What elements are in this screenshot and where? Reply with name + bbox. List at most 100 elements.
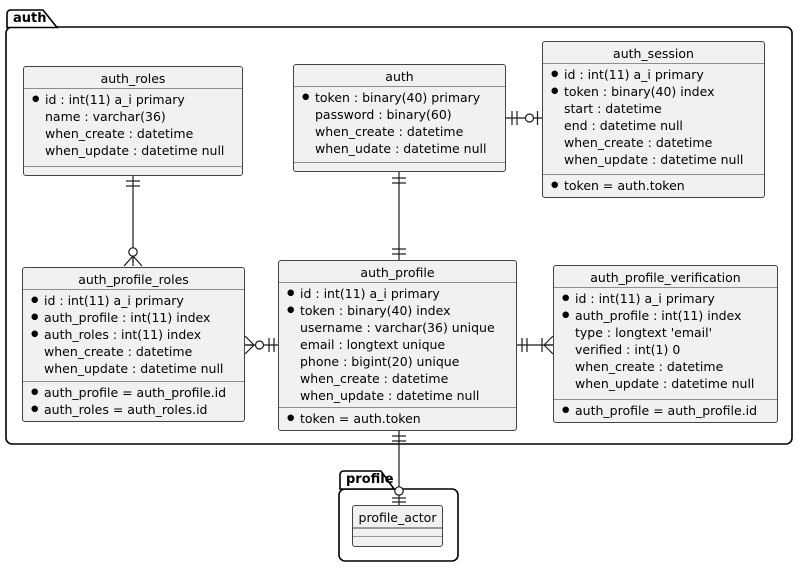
attr-row: when_create : datetime [554,358,777,375]
cardinality-zero-or-many-icon [244,335,265,355]
bullet-icon [287,319,300,336]
entity-empty-footer [353,536,442,544]
bullet-icon: ● [31,404,39,414]
attr-row: when_update : datetime null [24,142,242,159]
entity-footer-empty [24,166,242,175]
bullet-icon: ● [31,387,39,397]
relation-auth-roles-to-auth-profile-roles [123,170,143,267]
bullet-icon [562,341,575,358]
bullet-icon [31,343,44,360]
constraint-row: ●auth_profile = auth_profile.id [562,403,758,418]
bullet-icon [551,117,564,134]
bullet-icon: ● [562,405,570,415]
auth-package-label: auth [13,11,47,26]
attr-row: when_update : datetime null [554,375,777,392]
attr-row: when_create : datetime [279,370,516,387]
cardinality-exactly-one-icon [126,180,140,187]
attr-row: username : varchar(36) unique [279,319,516,336]
entity-footer: ●token = auth.token [543,174,764,197]
attr-row: ●id : int(11) a_i primary [31,293,184,308]
constraint-row: ●auth_profile = auth_profile.id [31,385,227,400]
cardinality-exactly-one-icon [392,177,406,184]
attr-row: ●token : binary(40) index [551,84,715,99]
constraint-row: ●token = auth.token [287,411,421,426]
bullet-icon [32,108,45,125]
entity-attributes: ●id : int(11) a_i primary ●auth_profile … [554,288,777,399]
attr-row: when_update : datetime null [279,387,516,404]
attr-row: when_udate : datetime null [294,140,505,157]
bullet-icon [562,375,575,392]
entity-attributes: ●id : int(11) a_i primary ●token : binar… [543,64,764,174]
attr-row: name : varchar(36) [24,108,242,125]
entity-empty-attributes [353,528,442,536]
cardinality-exactly-one-icon [392,497,406,503]
entity-auth-session: auth_session ●id : int(11) a_i primary ●… [542,41,765,198]
attr-row: ●auth_profile : int(11) index [562,308,742,323]
entity-auth-profile: auth_profile ●id : int(11) a_i primary ●… [278,260,517,431]
entity-footer: ●auth_profile = auth_profile.id ●auth_ro… [23,381,244,421]
bullet-icon [32,125,45,142]
entity-attributes: ●id : int(11) a_i primary ●auth_profile … [23,290,244,381]
bullet-icon: ● [287,413,295,423]
attr-row: ●id : int(11) a_i primary [551,67,704,82]
entity-footer: ●token = auth.token [279,407,516,430]
bullet-icon [287,353,300,370]
entity-title: profile_actor [353,506,442,528]
package-boundary-port-icon [394,486,404,496]
attr-row: ●id : int(11) a_i primary [287,286,440,301]
bullet-icon [302,106,315,123]
bullet-icon [551,100,564,117]
attr-row: when_update : datetime null [543,151,764,168]
primary-key-bullet-icon: ● [551,69,559,79]
entity-footer-empty [294,162,505,171]
index-bullet-icon: ● [562,310,570,320]
cardinality-one-or-many-icon [541,335,554,355]
entity-profile-actor: profile_actor [352,505,443,547]
attr-row: when_create : datetime [23,343,244,360]
attr-row: when_create : datetime [24,125,242,142]
profile-package-tab [339,470,396,490]
bullet-icon [562,324,575,341]
cardinality-exactly-one-icon [392,248,406,255]
constraint-row: ●auth_roles = auth_roles.id [31,402,208,417]
relation-auth-profile-roles-to-auth-profile [244,335,282,355]
attr-row: end : datetime null [543,117,764,134]
entity-auth-profile-verification: auth_profile_verification ●id : int(11) … [553,265,778,423]
primary-key-bullet-icon: ● [31,295,39,305]
entity-title: auth [294,65,505,87]
attr-row: ●token : binary(40) primary [302,90,481,105]
index-bullet-icon: ● [31,312,39,322]
cardinality-exactly-one-icon [511,111,518,125]
bullet-icon [562,358,575,375]
attr-row: type : longtext 'email' [554,324,777,341]
attr-row: password : binary(60) [294,106,505,123]
constraint-row: ●token = auth.token [551,178,685,193]
primary-key-bullet-icon: ● [32,94,40,104]
cardinality-exactly-one-icon [268,338,275,352]
entity-footer: ●auth_profile = auth_profile.id [554,399,777,422]
entity-attributes: ●id : int(11) a_i primary name : varchar… [24,89,242,166]
entity-attributes: ●id : int(11) a_i primary ●token : binar… [279,283,516,407]
entity-title: auth_profile [279,261,516,283]
bullet-icon [287,387,300,404]
relation-auth-profile-to-profile-actor [392,427,406,508]
bullet-icon [32,142,45,159]
attr-row: email : longtext unique [279,336,516,353]
cardinality-zero-or-many-icon [123,247,143,267]
entity-auth-profile-roles: auth_profile_roles ●id : int(11) a_i pri… [22,267,245,422]
attr-row: ●id : int(11) a_i primary [562,291,715,306]
attr-row: ●token : binary(40) index [287,303,451,318]
index-bullet-icon: ● [31,329,39,339]
cardinality-zero-or-one-icon [524,111,539,125]
primary-key-bullet-icon: ● [562,293,570,303]
bullet-icon [31,360,44,377]
cardinality-exactly-one-icon [521,338,528,352]
entity-attributes: ●token : binary(40) primary password : b… [294,87,505,162]
relation-auth-to-auth-profile [392,168,406,264]
primary-key-bullet-icon: ● [302,92,310,102]
entity-title: auth_profile_roles [23,268,244,290]
bullet-icon [287,336,300,353]
attr-row: ●auth_roles : int(11) index [31,327,202,342]
primary-key-bullet-icon: ● [287,288,295,298]
